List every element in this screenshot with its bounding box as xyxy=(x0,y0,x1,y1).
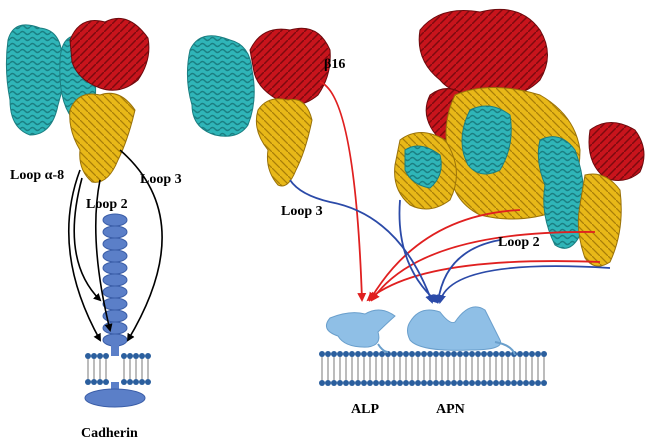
lipid-head xyxy=(403,380,409,386)
lipid-head xyxy=(469,351,475,357)
lipid-head xyxy=(475,380,481,386)
lipid-head xyxy=(535,380,541,386)
lipid-head xyxy=(451,380,457,386)
lipid-head xyxy=(499,351,505,357)
lipid-head xyxy=(505,380,511,386)
lipid-head xyxy=(517,380,523,386)
lipid-head xyxy=(433,351,439,357)
lipid-head xyxy=(535,351,541,357)
alp-label: ALP xyxy=(351,402,379,417)
loop3-mid-label: Loop 3 xyxy=(281,204,323,219)
lipid-head xyxy=(361,380,367,386)
apn-arrows-blue xyxy=(289,179,611,304)
lipid-head xyxy=(343,351,349,357)
lipid-head xyxy=(391,351,397,357)
lipid-head xyxy=(481,351,487,357)
lipid-head xyxy=(325,351,331,357)
lipid-head xyxy=(331,380,337,386)
beta16-label: β16 xyxy=(324,57,346,72)
lipid-head xyxy=(457,351,463,357)
membrane-left xyxy=(85,353,155,385)
lipid-head xyxy=(481,380,487,386)
lipid-head xyxy=(397,351,403,357)
lipid-head xyxy=(493,351,499,357)
cadherin-label: Cadherin xyxy=(81,426,138,441)
lipid-head xyxy=(523,351,529,357)
lipid-head xyxy=(433,380,439,386)
lipid-head xyxy=(421,380,427,386)
loop2-right-label: Loop 2 xyxy=(498,235,540,250)
toxin-complex-right xyxy=(394,8,645,267)
lipid-head xyxy=(409,351,415,357)
lipid-head xyxy=(529,351,535,357)
lipid-head xyxy=(505,351,511,357)
lipid-head xyxy=(463,351,469,357)
lipid-head xyxy=(385,380,391,386)
alp-arrows-red xyxy=(319,81,601,302)
lipid-head xyxy=(391,380,397,386)
lipid-head xyxy=(517,351,523,357)
lipid-head xyxy=(523,380,529,386)
lipid-head xyxy=(427,351,433,357)
lipid-head xyxy=(361,351,367,357)
lipid-head xyxy=(451,351,457,357)
cadherin-arrows xyxy=(67,149,163,342)
lipid-head xyxy=(427,380,433,386)
lipid-head xyxy=(475,351,481,357)
toxin-structure-left xyxy=(5,18,150,183)
lipid-head xyxy=(487,351,493,357)
apn-protein xyxy=(407,306,516,356)
lipid-head xyxy=(403,351,409,357)
lipid-head xyxy=(331,351,337,357)
lipid-head xyxy=(379,380,385,386)
lipid-head xyxy=(415,380,421,386)
lipid-head xyxy=(499,380,505,386)
loop2-left-label: Loop 2 xyxy=(86,197,128,212)
lipid-head xyxy=(463,380,469,386)
lipid-head xyxy=(349,351,355,357)
toxin-structure-middle xyxy=(186,27,331,187)
lipid-head xyxy=(445,351,451,357)
lipid-head xyxy=(325,380,331,386)
lipid-head xyxy=(493,380,499,386)
lipid-head xyxy=(529,380,535,386)
lipid-head xyxy=(457,380,463,386)
lipid-head xyxy=(469,380,475,386)
lipid-head xyxy=(337,351,343,357)
lipid-head xyxy=(415,351,421,357)
lipid-head xyxy=(487,380,493,386)
lipid-head xyxy=(409,380,415,386)
lipid-head xyxy=(373,351,379,357)
lipid-head xyxy=(541,351,547,357)
alp-protein xyxy=(325,309,396,353)
lipid-head xyxy=(439,380,445,386)
lipid-head xyxy=(379,351,385,357)
lipid-head xyxy=(445,380,451,386)
lipid-head xyxy=(337,380,343,386)
lipid-head xyxy=(439,351,445,357)
lipid-head xyxy=(397,380,403,386)
lipid-head xyxy=(355,380,361,386)
lipid-head xyxy=(319,380,325,386)
membrane-right xyxy=(319,351,547,386)
lipid-head xyxy=(355,351,361,357)
lipid-head xyxy=(421,351,427,357)
lipid-head xyxy=(541,380,547,386)
lipid-head xyxy=(511,380,517,386)
loop3-left-label: Loop 3 xyxy=(140,172,182,187)
lipid-head xyxy=(373,380,379,386)
lipid-head xyxy=(349,380,355,386)
lipid-head xyxy=(319,351,325,357)
lipid-head xyxy=(367,351,373,357)
lipid-head xyxy=(343,380,349,386)
apn-label: APN xyxy=(436,402,465,417)
loop-alpha8-label: Loop α-8 xyxy=(10,168,65,183)
lipid-head xyxy=(367,380,373,386)
